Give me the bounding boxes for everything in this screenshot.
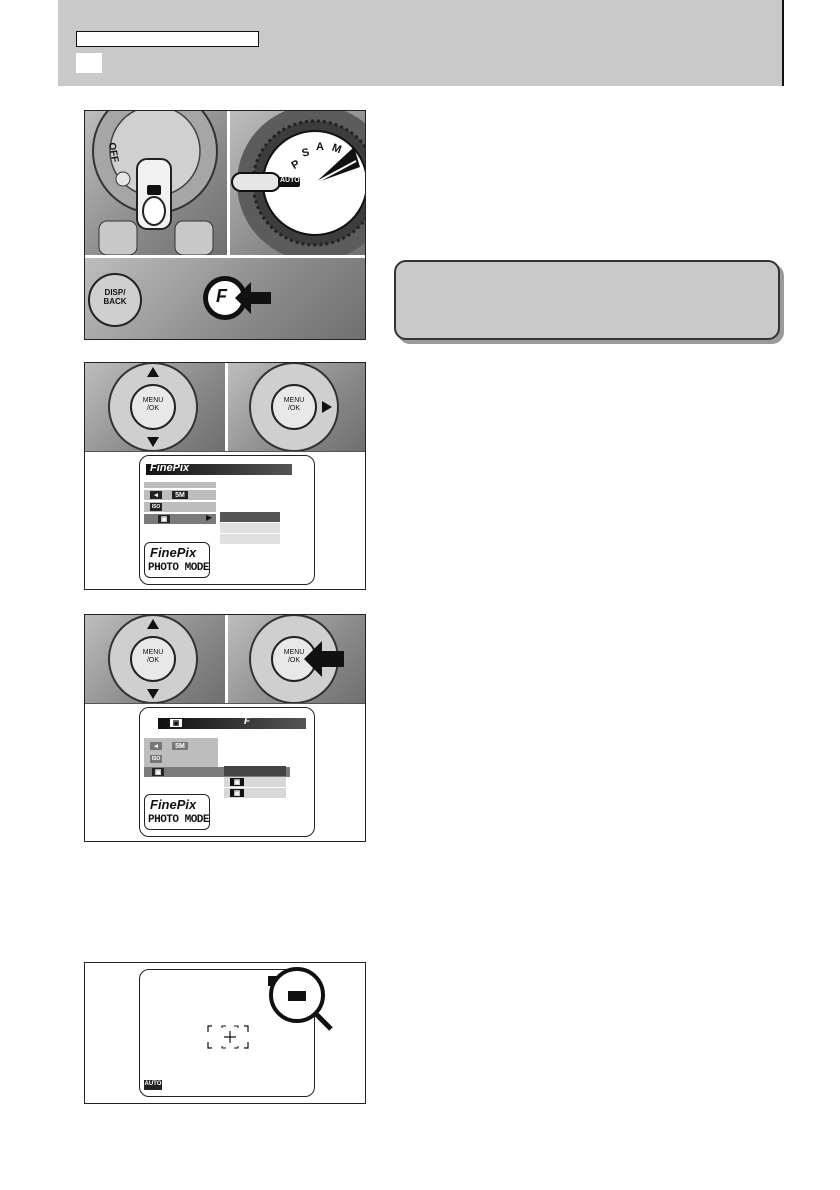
photo-power-switch: OFF	[85, 111, 227, 255]
submenu-item-selected-3	[224, 766, 286, 776]
focus-frame	[206, 1024, 250, 1050]
title-f-icon: F	[244, 716, 251, 727]
photo-menu-ok-press: MENU /OK	[228, 615, 365, 703]
finepix-logo: FinePix	[150, 545, 197, 560]
size-icon-3: ◂	[150, 742, 162, 750]
photo-selector-right: MENU /OK	[228, 363, 365, 451]
photo-mode-label-3: PHOTO MODE	[148, 814, 210, 826]
photo-mode-icon: ▣	[158, 515, 170, 523]
menu-ok-label-left: MENU /OK	[142, 397, 164, 412]
size-value-3: 5M	[172, 742, 188, 750]
note-box	[394, 260, 780, 340]
finepix-badge-3	[144, 794, 210, 830]
photo-mode-label: PHOTO MODE	[148, 562, 210, 574]
submenu-item-3-3	[224, 788, 286, 798]
menu-ok-label-right: MENU /OK	[283, 397, 305, 412]
photo-split-vertical	[227, 111, 230, 255]
menu-row-photo-mode	[144, 514, 216, 524]
size-value: 5M	[172, 491, 188, 499]
lcd-menu-screen: FinePix ◂ 5M ISO ▣ ▶ FinePix PHOTO MODE	[139, 455, 315, 585]
title-photo-mode-icon: ▣	[170, 719, 182, 727]
lcd-title-bar	[146, 464, 292, 475]
dial-auto-label: AUTO	[280, 177, 300, 184]
iso-icon: ISO	[150, 503, 162, 511]
menu-row-photo-mode-3	[144, 767, 290, 777]
submenu-arrow-icon: ▶	[206, 513, 213, 522]
magnifier-icon	[269, 967, 333, 1031]
menu-ok-label-3b: MENU /OK	[283, 649, 305, 664]
f-button-icon: F	[216, 286, 227, 306]
photo-f-button: DISP/ BACK F	[85, 258, 365, 339]
header-page-tab	[76, 53, 102, 73]
photo-mode-dial: AUTO P S A M	[230, 111, 365, 255]
photo-split-vertical-2	[225, 363, 228, 451]
submenu-item-selected	[220, 512, 280, 522]
menu-row-blank	[144, 482, 216, 488]
lcd-title-bar-3	[158, 718, 306, 729]
menu-row-iso	[144, 502, 216, 512]
lcd-submenu-screen: ▣ F ◂ 5M ISO ▣ ▣ ▣ FinePix PHOTO MODE	[139, 707, 315, 837]
figure-shooting-screen: AUTO	[84, 962, 366, 1104]
finepix-logo-3: FinePix	[150, 797, 197, 812]
size-icon: ◂	[150, 491, 162, 499]
figure-camera-power-and-mode: OFF AUTO P S A M DISP/ BACK F	[84, 110, 366, 340]
lcd-title: FinePix	[150, 462, 190, 474]
figure-select-menu: MENU /OK MENU /OK FinePix ◂ 5M ISO ▣ ▶ F…	[84, 362, 366, 590]
submenu-icon-2: ▣	[230, 778, 244, 786]
photo-bottom-rule-3	[85, 703, 365, 704]
submenu-item-3	[220, 534, 280, 544]
dial-letter-a: A	[316, 141, 324, 153]
photo-selector-updown: MENU /OK	[85, 363, 225, 451]
submenu-icon-3: ▣	[230, 789, 244, 797]
disp-back-label: DISP/ BACK	[103, 288, 127, 306]
header-edge-rule	[782, 0, 784, 86]
header-section-box	[76, 31, 259, 47]
auto-mode-indicator: AUTO	[144, 1080, 162, 1090]
photo-split-vertical-3	[225, 615, 228, 703]
submenu-item-2	[220, 523, 280, 533]
submenu-item-2-3	[224, 777, 286, 787]
finepix-badge	[144, 542, 210, 578]
photo-mode-icon-3: ▣	[152, 768, 164, 776]
photo-selector-updown-2: MENU /OK	[85, 615, 225, 703]
photo-bottom-rule	[85, 451, 365, 452]
menu-ok-label-3a: MENU /OK	[142, 649, 164, 664]
figure-confirm-menu: MENU /OK MENU /OK ▣ F ◂ 5M ISO ▣ ▣ ▣ Fin…	[84, 614, 366, 842]
iso-icon-3: ISO	[150, 755, 162, 763]
